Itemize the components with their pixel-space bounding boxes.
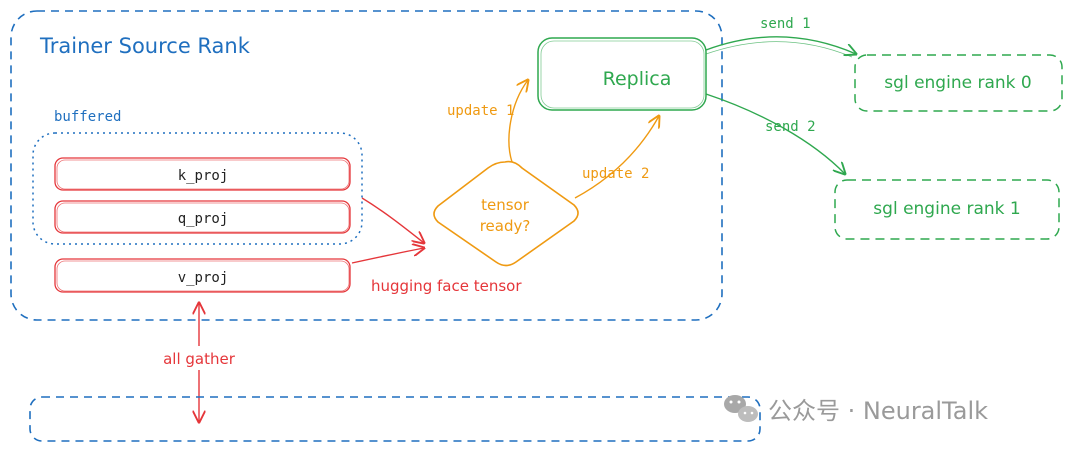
q-proj-label: q_proj (178, 211, 229, 227)
k-proj-label: k_proj (178, 168, 229, 184)
decision-line1: tensor (481, 196, 530, 214)
send1-arrow (705, 36, 856, 54)
update2-label: update 2 (582, 166, 649, 182)
engine-rank1-label: sgl engine rank 1 (873, 199, 1020, 219)
replica-label: Replica (603, 68, 672, 90)
k-proj-box: k_proj (54, 157, 351, 191)
gather-target-box (29, 396, 761, 442)
all-gather-label: all gather (163, 350, 236, 368)
q-proj-to-decision-arrow (361, 197, 424, 243)
v-proj-label: v_proj (178, 270, 229, 286)
decision-line2: ready? (480, 217, 531, 235)
all-gather-label-bg (150, 346, 250, 370)
trainer-title: Trainer Source Rank (39, 34, 251, 58)
update1-arrow (508, 80, 528, 163)
buffered-group (32, 132, 363, 245)
send1-arrow-sketch (705, 41, 853, 58)
v-proj-to-decision-arrow (351, 248, 424, 264)
send2-arrow (705, 93, 845, 174)
replica-box: Replica (537, 37, 707, 111)
send2-label: send 2 (765, 119, 816, 135)
update2-arrow (574, 116, 659, 199)
watermark-text: 公众号 · NeuralTalk (768, 397, 988, 425)
buffered-label: buffered (54, 109, 121, 125)
engine-rank0-box: sgl engine rank 0 (854, 54, 1063, 112)
q-proj-box: q_proj (54, 200, 351, 234)
wechat-icon (724, 395, 758, 422)
v-proj-box: v_proj (54, 258, 351, 293)
watermark: 公众号 · NeuralTalk (724, 395, 988, 425)
trainer-source-rank-box (10, 10, 723, 321)
update1-label: update 1 (447, 103, 514, 119)
engine-rank0-label: sgl engine rank 0 (884, 73, 1031, 93)
hugging-face-tensor-label: hugging face tensor (371, 277, 522, 295)
send1-label: send 1 (760, 16, 811, 32)
tensor-ready-decision (433, 160, 579, 267)
engine-rank1-box: sgl engine rank 1 (834, 179, 1060, 240)
